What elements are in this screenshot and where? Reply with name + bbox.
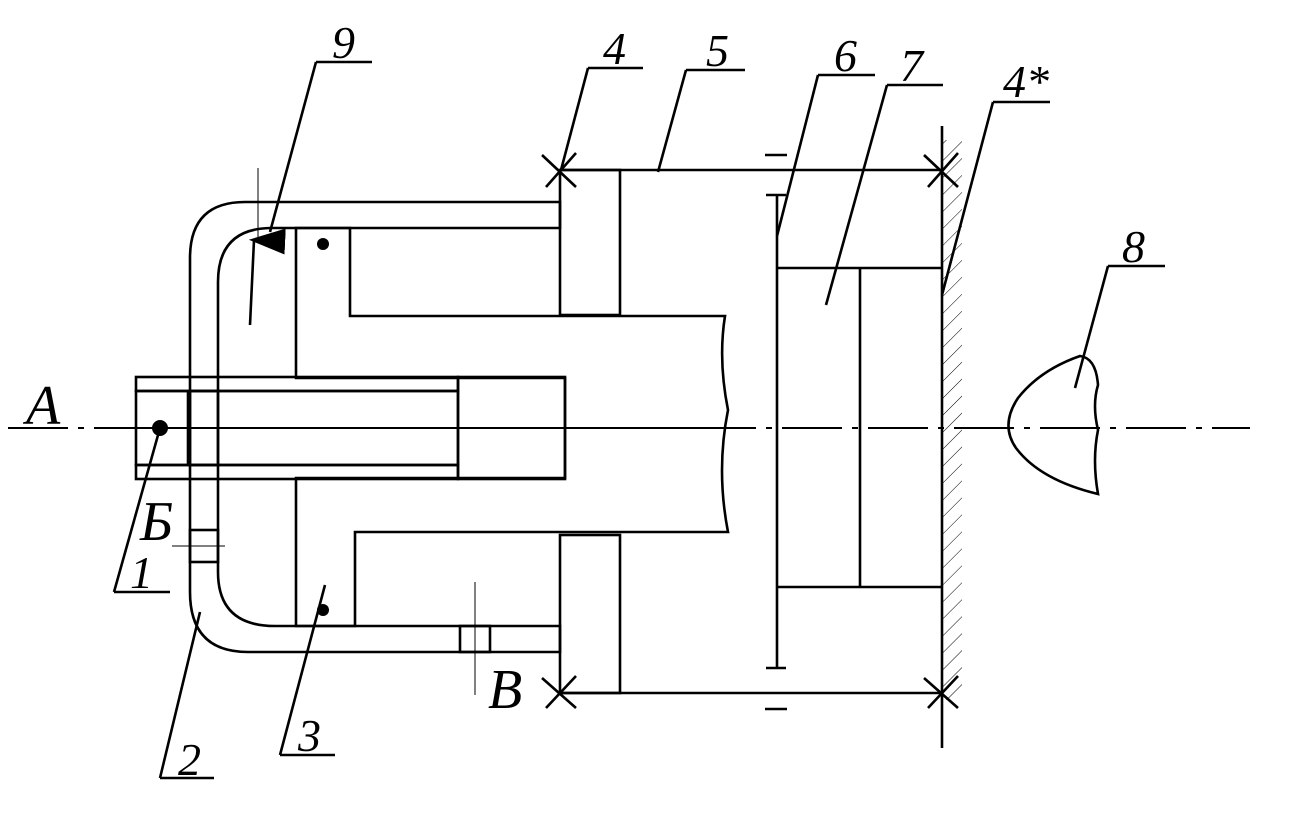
leader-7 (824, 84, 889, 306)
callout-3: 3 (297, 710, 321, 761)
leader-4 (559, 67, 590, 171)
callout-7: 7 (900, 40, 925, 91)
leader-2 (158, 611, 202, 779)
upper-dot (317, 238, 329, 250)
point-label-b: Б (139, 491, 173, 553)
callout-2: 2 (178, 734, 201, 785)
leader-6 (775, 74, 820, 237)
flange-lower (558, 533, 622, 695)
leader-5 (656, 69, 688, 173)
axis-label-a: А (22, 375, 61, 437)
leader-9 (268, 61, 318, 233)
callout-4: 4 (603, 23, 626, 74)
wall-4-star (942, 140, 962, 700)
point-label-v: В (488, 659, 522, 721)
callout-6: 6 (834, 30, 857, 81)
object-8-blob (1007, 354, 1100, 496)
rotor-body (294, 226, 730, 628)
tube-end-chamber (456, 375, 567, 481)
callout-1: 1 (130, 547, 153, 598)
callout-4-star: 4* (1003, 56, 1049, 107)
flow-arrow (248, 228, 286, 326)
flange-upper (558, 168, 622, 317)
callout-8: 8 (1122, 221, 1145, 272)
callout-5: 5 (706, 25, 729, 76)
cross-bottom-left-b (545, 675, 577, 709)
leader-1 (112, 427, 162, 593)
leader-3 (278, 584, 327, 756)
callout-9: 9 (332, 17, 355, 68)
leader-4-star (940, 101, 995, 296)
leader-8 (1073, 265, 1110, 389)
